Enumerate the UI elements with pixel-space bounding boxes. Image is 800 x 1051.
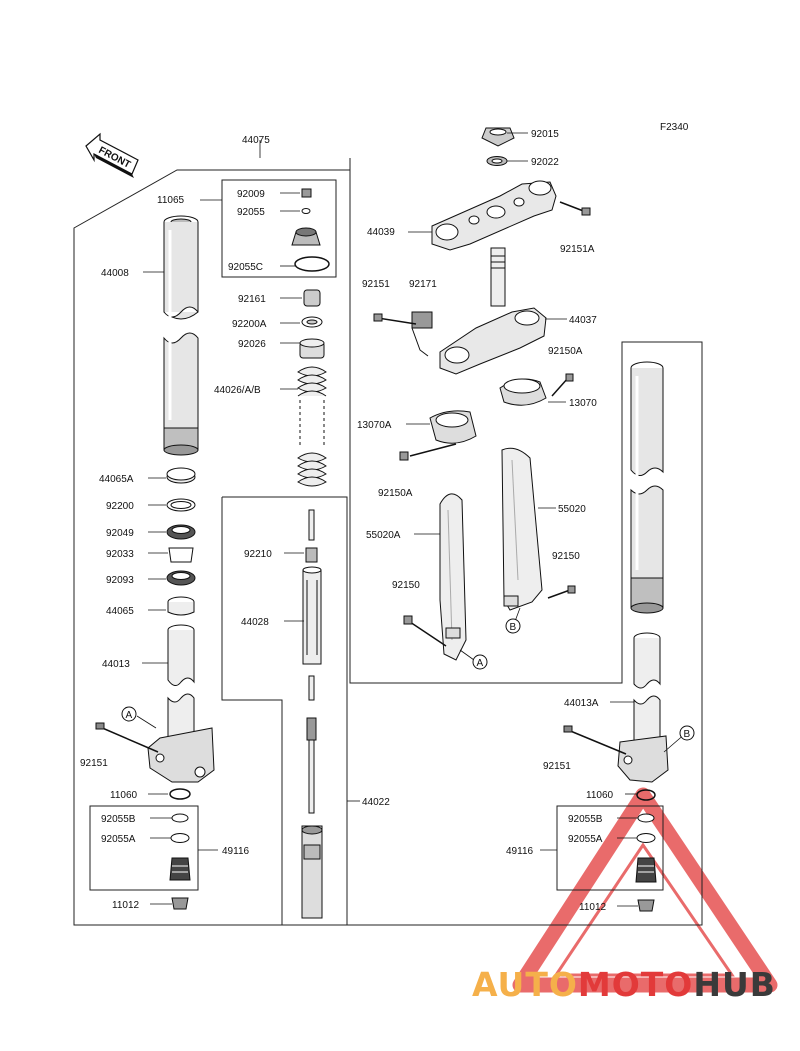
callout-a-left: A (121, 706, 137, 722)
label-92210: 92210 (244, 549, 272, 560)
watermark-part2: MOTO (578, 965, 693, 1004)
steering-stem-lower-clamp (373, 247, 547, 375)
label-44026: 44026/A/B (214, 385, 261, 396)
outer-tube-right (630, 361, 664, 614)
label-92161: 92161 (238, 294, 266, 305)
label-49116-left: 49116 (222, 846, 250, 857)
label-92009: 92009 (237, 189, 265, 200)
label-55020: 55020 (558, 504, 586, 515)
label-92055B-right: 92055B (568, 814, 603, 825)
label-92151A: 92151A (560, 244, 595, 255)
label-13070A: 13070A (357, 420, 392, 431)
label-92055: 92055 (237, 207, 265, 218)
label-92033: 92033 (106, 549, 134, 560)
oring-11060-left (169, 788, 191, 800)
watermark-part3: HUB (693, 965, 776, 1004)
label-92093: 92093 (106, 575, 134, 586)
left-valve-kit (169, 813, 191, 910)
label-92150-left: 92150 (392, 580, 420, 591)
callout-a-guard: A (472, 654, 488, 670)
label-92151-right: 92151 (543, 761, 571, 772)
label-92200A: 92200A (232, 319, 267, 330)
label-13070: 13070 (569, 398, 597, 409)
svg-text:A: A (477, 658, 484, 669)
label-44039: 44039 (367, 227, 395, 238)
label-92055B-left: 92055B (101, 814, 136, 825)
top-cap-parts (291, 188, 330, 272)
label-11060-left: 11060 (110, 790, 138, 801)
fork-guard-left (403, 493, 467, 661)
callout-b-guard: B (505, 618, 521, 634)
upper-triple-clamp (431, 180, 591, 251)
watermark-part1: AUTO (472, 965, 578, 1004)
label-11065: 11065 (157, 195, 185, 206)
label-92200: 92200 (106, 501, 134, 512)
stem-nut-and-washer (481, 127, 515, 166)
label-92055C: 92055C (228, 262, 263, 273)
label-11012-left: 11012 (112, 900, 140, 911)
left-seal-stack (166, 467, 196, 616)
label-44028: 44028 (241, 617, 269, 628)
fork-guard-right (501, 447, 576, 611)
fork-guard-clamp-left (399, 410, 477, 461)
label-55020A: 55020A (366, 530, 401, 541)
label-44065A: 44065A (99, 474, 134, 485)
outer-tube-left (163, 215, 199, 456)
label-44065: 44065 (106, 606, 134, 617)
label-49116-right: 49116 (506, 846, 534, 857)
label-11060-right: 11060 (586, 790, 614, 801)
label-92026: 92026 (238, 339, 266, 350)
label-44022: 44022 (362, 797, 390, 808)
fork-spring (297, 366, 327, 487)
damper-rod-assembly (301, 509, 323, 919)
assembly-outline (73, 158, 703, 926)
callout-b-right: B (679, 725, 695, 741)
label-92015: 92015 (531, 129, 559, 140)
label-92055A-right: 92055A (568, 834, 603, 845)
front-direction-arrow: FRONT (85, 132, 139, 178)
svg-text:B: B (510, 622, 517, 633)
label-44037: 44037 (569, 315, 597, 326)
svg-text:AUTOMOTOHUB: AUTOMOTOHUB (472, 965, 776, 1004)
spring-seat-parts (299, 289, 325, 359)
label-44013A: 44013A (564, 698, 599, 709)
svg-text:A: A (126, 710, 133, 721)
svg-text:B: B (684, 729, 691, 740)
label-92150A-right: 92150A (548, 346, 583, 357)
label-92151-left: 92151 (80, 758, 108, 769)
label-92049: 92049 (106, 528, 134, 539)
part-labels: 44075 92015 92022 11065 92009 92055 4403… (80, 129, 614, 913)
inner-tube-right (563, 632, 669, 783)
inner-tube-left (95, 624, 215, 783)
watermark-logo-text: AUTOMOTOHUB (472, 965, 776, 1004)
label-92055A-left: 92055A (101, 834, 136, 845)
label-92151-top: 92151 (362, 279, 390, 290)
label-92022: 92022 (531, 157, 559, 168)
label-92171: 92171 (409, 279, 437, 290)
label-44075: 44075 (242, 135, 270, 146)
label-44008: 44008 (101, 268, 129, 279)
right-valve-kit (635, 789, 657, 912)
figure-code: F2340 (660, 122, 689, 133)
fork-guard-clamp-right (499, 373, 574, 406)
label-11012-right: 11012 (579, 902, 607, 913)
label-92150-right: 92150 (552, 551, 580, 562)
label-44013: 44013 (102, 659, 130, 670)
label-92150A-left: 92150A (378, 488, 413, 499)
